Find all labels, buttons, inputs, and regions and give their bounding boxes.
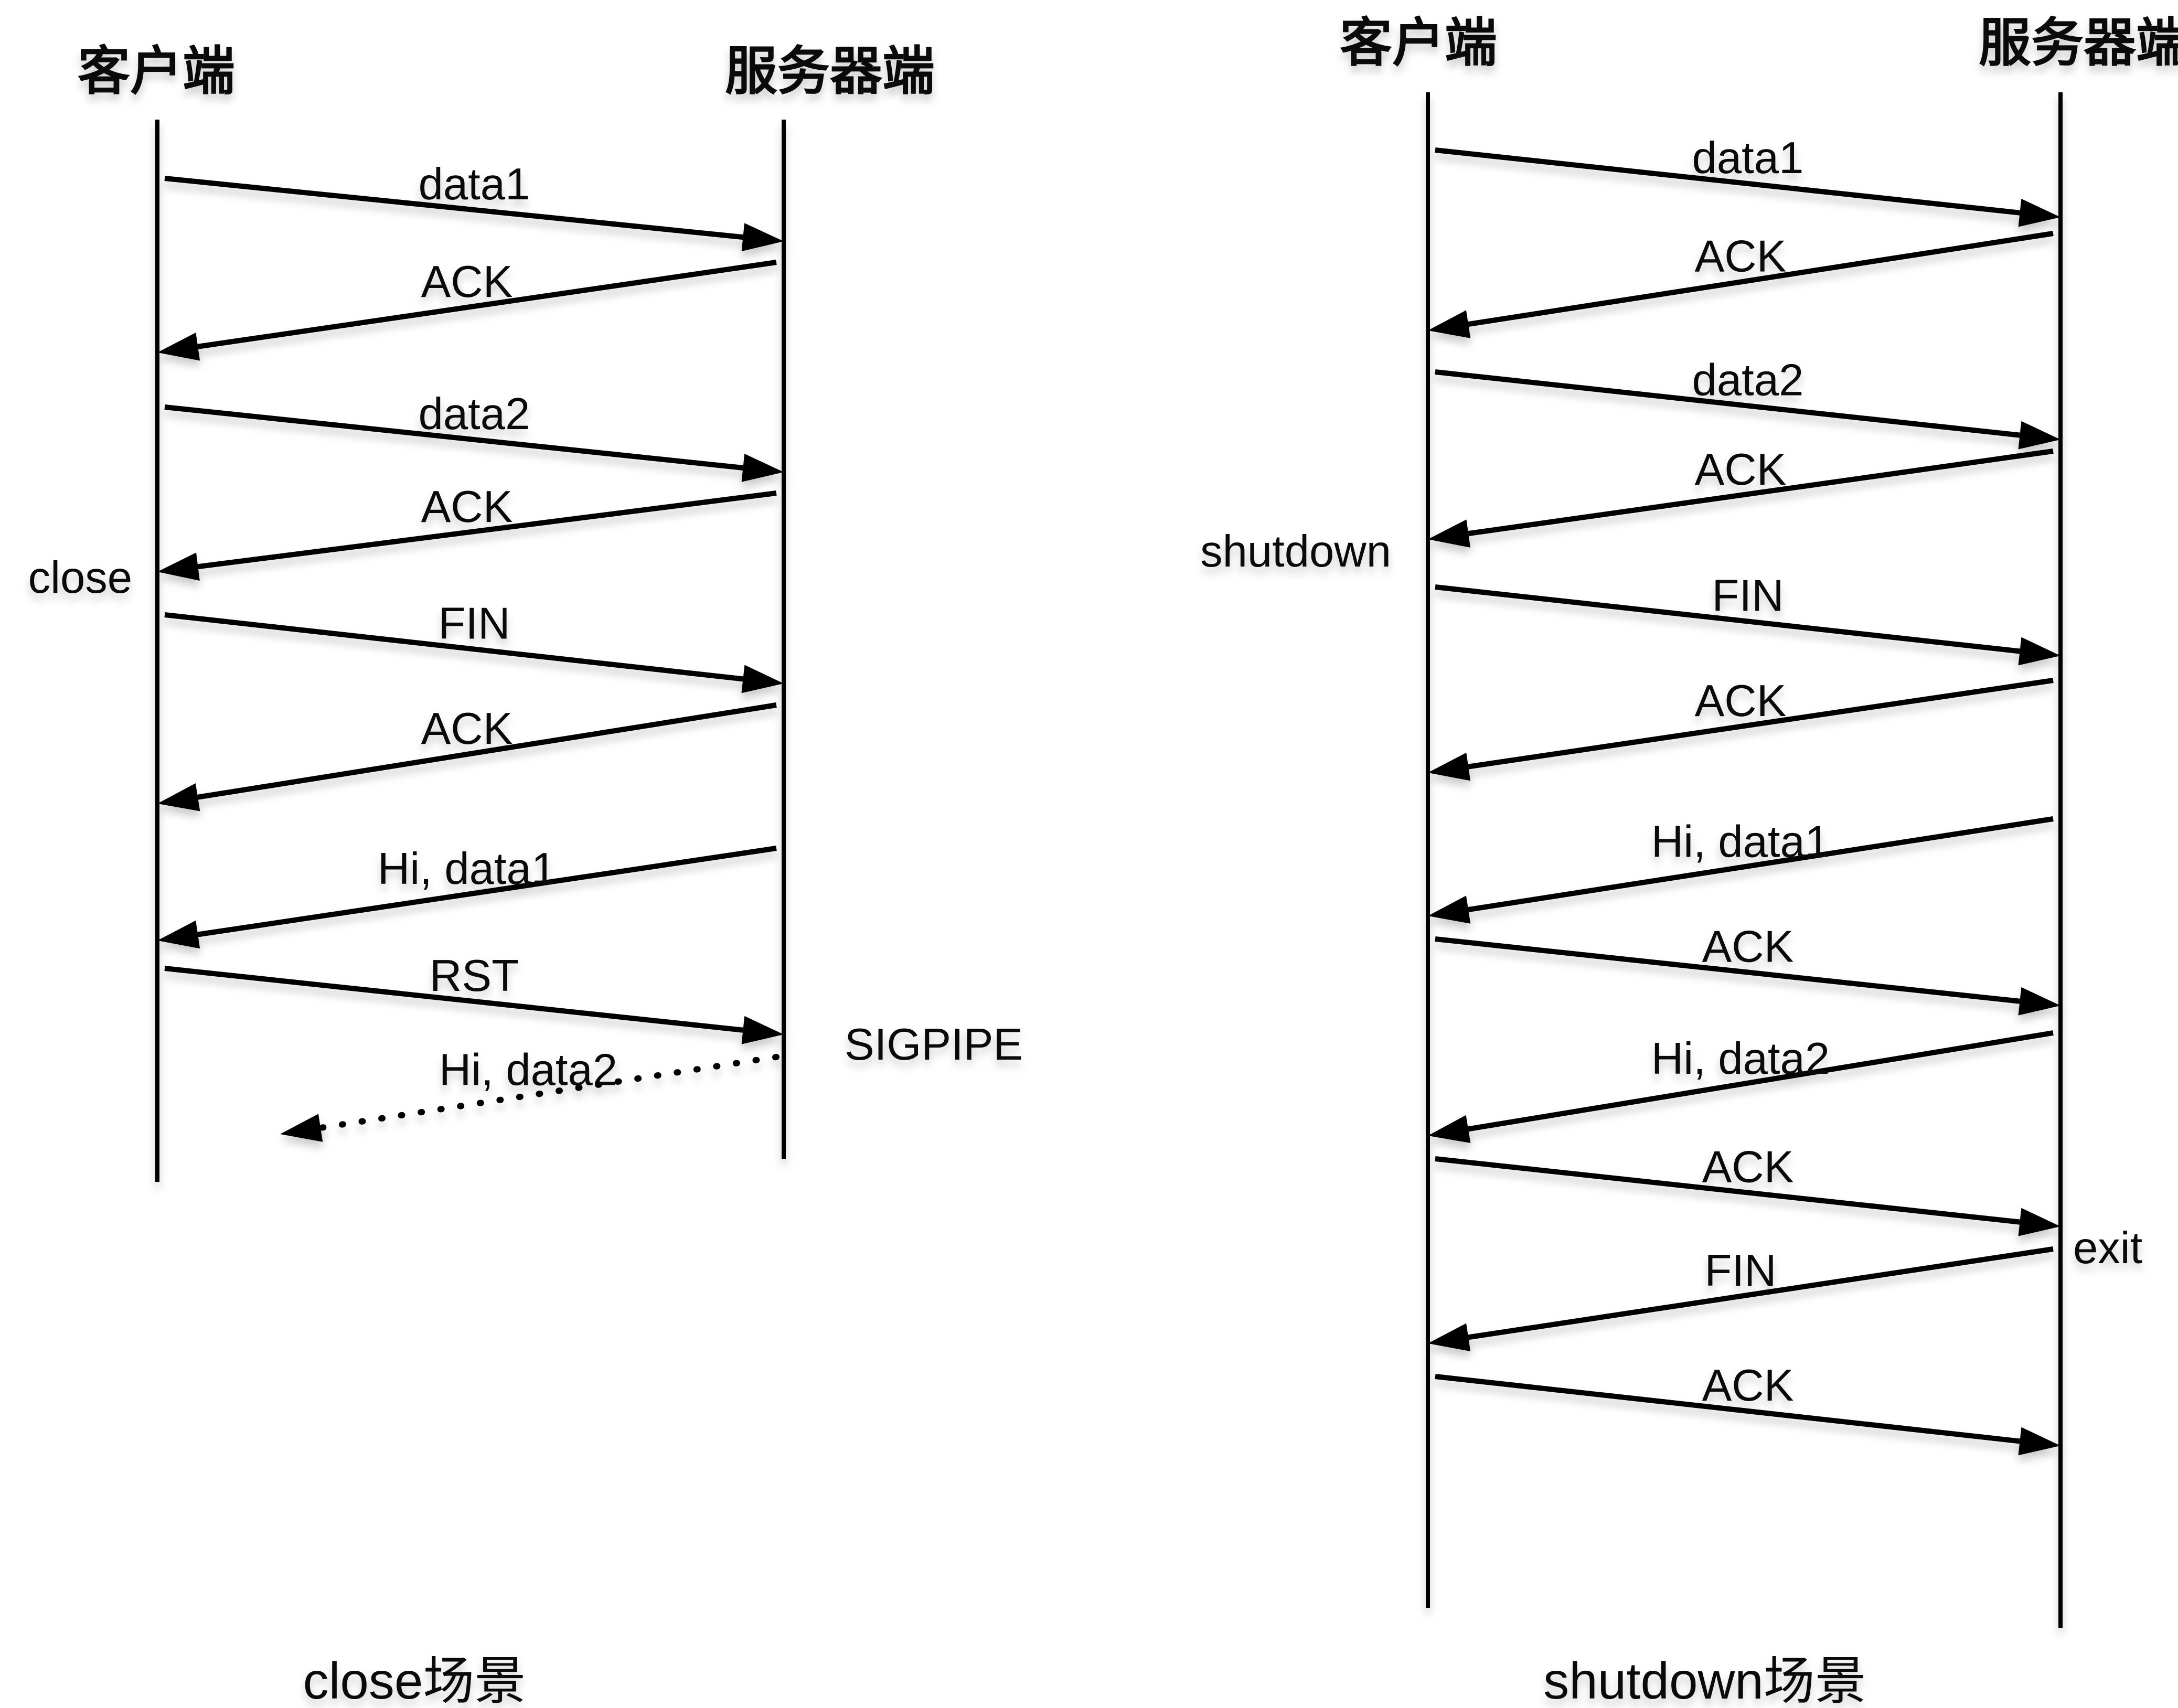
arrowhead-icon — [2018, 987, 2060, 1016]
message-label: Hi, data2 — [439, 1045, 617, 1095]
message-label: RST — [430, 951, 519, 1001]
message-arrow — [1468, 816, 2054, 912]
message-arrow — [164, 612, 744, 682]
shutdown-server-title: 服务器端 — [1979, 14, 2178, 72]
message-label: FIN — [1705, 1246, 1777, 1296]
arrowhead-icon — [2018, 1208, 2060, 1236]
note-shutdown: shutdown — [1200, 527, 1391, 577]
message-label: Hi, data1 — [1651, 817, 1830, 867]
close-client-title: 客户端 — [78, 42, 235, 101]
arrowhead-icon — [157, 783, 200, 812]
arrowhead-icon — [157, 333, 200, 361]
arrowhead-icon — [741, 665, 784, 693]
arrowhead-icon — [1428, 1115, 1471, 1143]
message-arrow — [197, 260, 777, 349]
message-label: ACK — [1702, 1361, 1794, 1411]
message-label: data2 — [419, 389, 530, 439]
arrowhead-icon — [741, 223, 784, 251]
message-arrow — [197, 702, 777, 800]
shutdown-caption: shutdown场景 — [1543, 1652, 1866, 1708]
arrowhead-icon — [2018, 637, 2060, 666]
message-arrow — [1468, 1246, 2054, 1340]
message-label: data1 — [419, 159, 530, 209]
message-label: Hi, data2 — [1651, 1034, 1830, 1084]
message-arrow — [164, 966, 743, 1033]
message-label: ACK — [421, 482, 513, 532]
arrowhead-icon — [2018, 198, 2060, 227]
message-label: data1 — [1692, 133, 1804, 183]
note-close: close — [28, 553, 132, 603]
note-sigpipe: SIGPIPE — [845, 1020, 1023, 1070]
message-arrow — [164, 176, 743, 240]
message-label: ACK — [421, 257, 513, 307]
shutdown-client-title: 客户端 — [1340, 14, 1497, 72]
message-arrow — [317, 1054, 780, 1131]
arrowhead-icon — [2018, 421, 2060, 450]
message-label: ACK — [1702, 922, 1794, 972]
diagram-shutdown: 客户端服务器端data1ACKdata2ACKFINACKHi, data1AC… — [1200, 14, 2178, 1708]
arrowhead-icon — [1428, 752, 1471, 781]
message-arrow — [1435, 1374, 2021, 1444]
arrowhead-icon — [157, 552, 200, 581]
message-arrow — [1435, 584, 2021, 654]
message-arrow — [1435, 147, 2020, 216]
arrowhead-icon — [157, 920, 200, 949]
message-label: Hi, data1 — [378, 844, 556, 894]
message-label: ACK — [1695, 445, 1787, 495]
message-arrow — [1468, 1030, 2054, 1132]
note-exit: exit — [2073, 1223, 2142, 1273]
message-arrow — [197, 846, 777, 937]
arrowhead-icon — [1428, 310, 1471, 338]
message-arrow — [1468, 231, 2054, 327]
arrowhead-icon — [1428, 519, 1471, 548]
message-arrow — [1468, 678, 2054, 770]
message-arrow — [1435, 1156, 2020, 1225]
close-server-title: 服务器端 — [725, 42, 935, 101]
arrowhead-icon — [280, 1114, 323, 1142]
message-label: FIN — [439, 599, 510, 649]
arrowhead-icon — [1428, 895, 1471, 924]
close-caption: close场景 — [303, 1652, 526, 1708]
message-label: ACK — [1702, 1143, 1794, 1192]
message-label: ACK — [1695, 232, 1787, 282]
message-arrow — [1435, 369, 2020, 438]
message-label: data2 — [1692, 356, 1804, 405]
message-label: ACK — [421, 704, 513, 754]
message-label: ACK — [1695, 676, 1787, 726]
message-arrow — [1468, 449, 2054, 537]
arrowhead-icon — [741, 453, 784, 482]
arrowhead-icon — [741, 1016, 784, 1044]
diagram-close: 客户端服务器端data1ACKdata2ACKFINACKHi, data1RS… — [28, 42, 1023, 1708]
message-arrow — [1435, 936, 2020, 1004]
arrowhead-icon — [2018, 1427, 2060, 1456]
message-arrow — [164, 404, 743, 471]
message-label: FIN — [1712, 571, 1784, 621]
arrowhead-icon — [1428, 1323, 1471, 1352]
message-arrow — [197, 490, 777, 570]
